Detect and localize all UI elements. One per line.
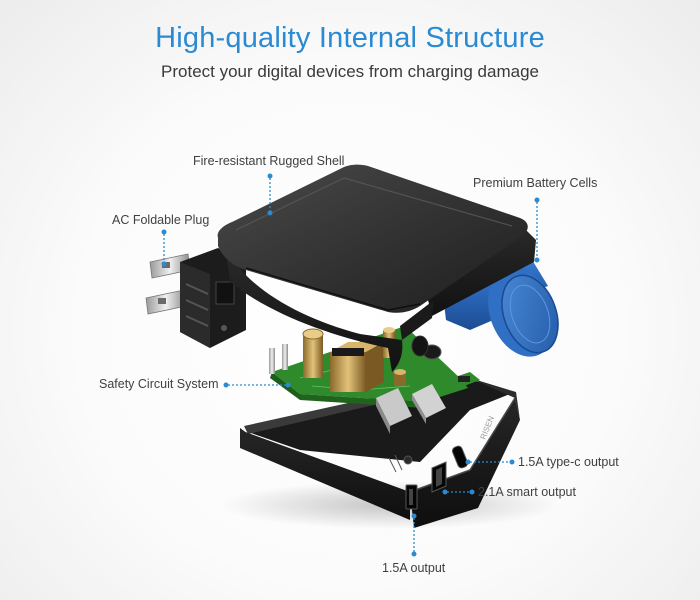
capacitor-left	[302, 328, 324, 378]
label-rugged-shell: Fire-resistant Rugged Shell	[193, 154, 345, 168]
transformer	[330, 342, 384, 392]
label-type-c-output: 1.5A type-c output	[518, 455, 619, 469]
label-safety-circuit: Safety Circuit System	[99, 377, 219, 391]
page-subtitle: Protect your digital devices from chargi…	[161, 62, 539, 81]
callout-lines	[161, 173, 540, 557]
bottom-housing: RISEN	[240, 376, 520, 528]
callout-dot-battery	[534, 197, 540, 203]
ac-foldable-plug	[145, 248, 246, 348]
callout-dot-typec	[509, 459, 515, 465]
page-title: High-quality Internal Structure	[155, 22, 545, 54]
callout-dot-circuit	[223, 382, 229, 388]
label-battery-cells: Premium Battery Cells	[473, 176, 598, 190]
label-usb-output: 1.5A output	[382, 561, 446, 575]
usb-a-port	[405, 484, 418, 510]
usb-c-port	[451, 445, 469, 469]
label-ac-plug: AC Foldable Plug	[112, 213, 210, 227]
top-shell	[217, 164, 536, 372]
label-smart-output: 2.1A smart output	[478, 485, 576, 499]
callout-dot-smart	[469, 489, 475, 495]
heat-sink	[376, 384, 446, 434]
callout-dot-shell	[267, 173, 273, 179]
usb-a-smart-port	[431, 461, 447, 493]
callout-dot-plug	[161, 229, 167, 235]
callout-dot-usb	[411, 551, 417, 557]
